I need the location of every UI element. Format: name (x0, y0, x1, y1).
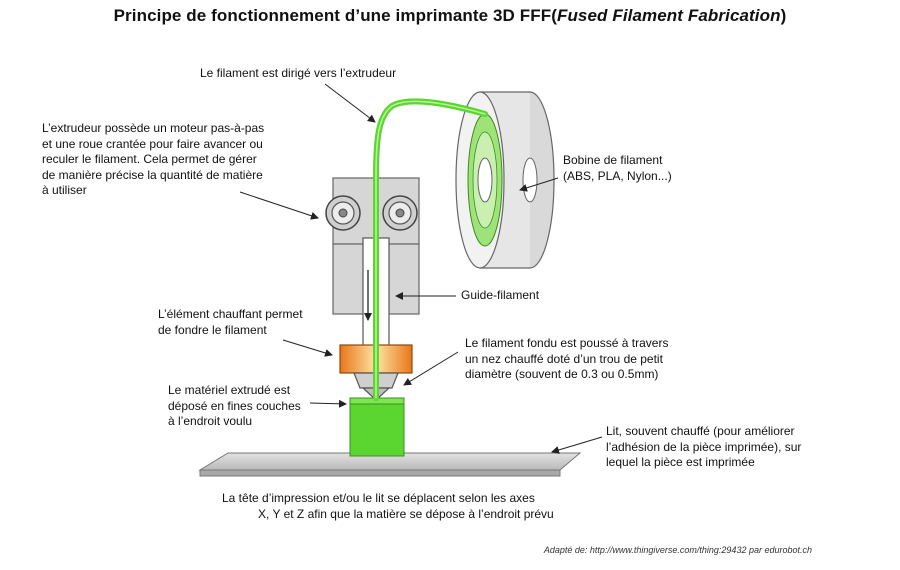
label-heater-line: L’élément chauffant permet (158, 307, 303, 321)
label-extruder-line: reculer le filament. Cela permet de gére… (42, 152, 257, 166)
arrow-bed (551, 436, 603, 454)
arrow-nozzle (403, 351, 459, 386)
label-extruded: Le matériel extrudé est déposé en fines … (168, 383, 301, 430)
arrow-heater (282, 339, 333, 357)
source-credit: Adapté de: http://www.thingiverse.com/th… (543, 545, 812, 555)
label-spool-line: (ABS, PLA, Nylon...) (563, 168, 672, 183)
filament-spool (455, 91, 555, 269)
label-bed-line: Lit, souvent chauffé (pour améliorer (606, 424, 795, 438)
drive-gear-right (382, 195, 418, 231)
label-extruder: L’extrudeur possède un moteur pas-à-pas … (42, 121, 264, 199)
title-italic: Fused Filament Fabrication (556, 6, 781, 25)
arrow-filament-direction (324, 83, 376, 123)
label-nozzle-line: diamètre (souvent de 0.3 ou 0.5mm) (465, 367, 659, 381)
label-heater-line: de fondre le filament (158, 322, 267, 337)
label-bed-line: l’adhésion de la pièce imprimée), sur (606, 439, 802, 454)
label-extruded-line: déposé en fines couches (168, 398, 301, 413)
arrow-spool (519, 177, 559, 192)
label-heater: L’élément chauffant permet de fondre le … (158, 307, 303, 338)
label-extruder-line: et une roue crantée pour faire avancer o… (42, 136, 263, 151)
label-extruder-line: L’extrudeur possède un moteur pas-à-pas (42, 121, 265, 135)
label-guide: Guide-filament (461, 288, 540, 302)
title-close: ) (780, 6, 787, 25)
arrow-extruder (239, 191, 319, 220)
label-extruded-line: à l’endroit voulu (168, 414, 253, 428)
label-spool: Bobine de filament (ABS, PLA, Nylon...) (563, 153, 672, 184)
label-bed: Lit, souvent chauffé (pour améliorer l’a… (606, 424, 801, 471)
label-movement: La tête d’impression et/ou le lit se dép… (222, 491, 554, 522)
label-movement-line: La tête d’impression et/ou le lit se dép… (222, 491, 535, 505)
label-nozzle-line: un nez chauffé doté d’un trou de petit (465, 351, 663, 366)
label-extruder-line: à utiliser (42, 183, 87, 197)
title-main: Principe de fonctionnement d’une imprima… (113, 6, 557, 25)
label-bed-line: lequel la pièce est imprimée (606, 455, 755, 469)
diagram-title: Principe de fonctionnement d’une imprima… (0, 6, 900, 26)
drive-gear-left (325, 195, 361, 231)
label-extruded-line: Le matériel extrudé est (168, 383, 291, 397)
printed-part (349, 397, 405, 457)
print-bed-edge (199, 469, 561, 477)
arrow-extruded (309, 399, 347, 408)
label-movement-line: X, Y et Z afin que la matière se dépose … (258, 506, 554, 521)
label-extruder-line: de manière précise la quantité de matièr… (42, 167, 263, 182)
label-spool-line: Bobine de filament (563, 153, 663, 167)
label-nozzle: Le filament fondu est poussé à travers u… (465, 336, 668, 383)
label-filament-direction: Le filament est dirigé vers l’extrudeur (200, 66, 397, 80)
label-nozzle-line: Le filament fondu est poussé à travers (465, 336, 669, 350)
